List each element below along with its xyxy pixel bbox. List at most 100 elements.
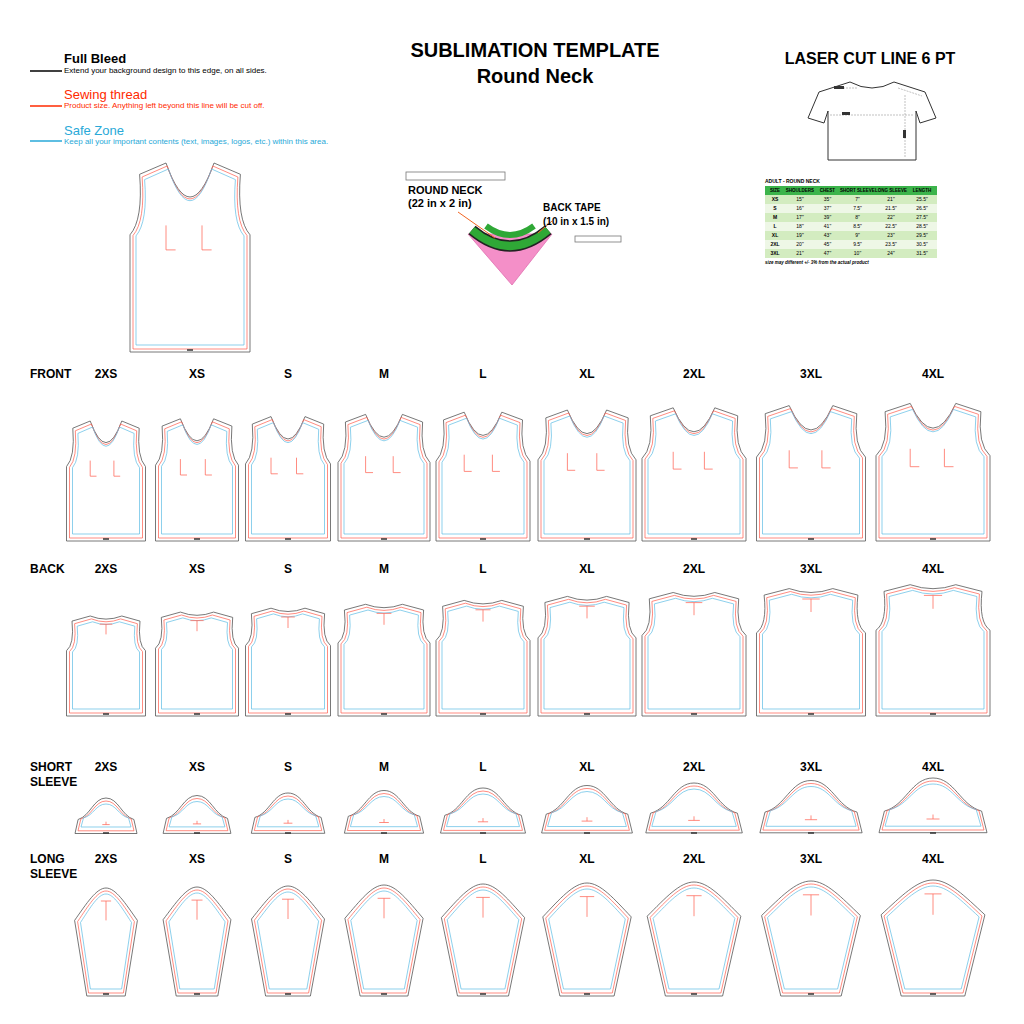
sewing-line	[133, 166, 247, 349]
size-label: 2XS	[95, 760, 118, 775]
full-bleed-outline	[647, 882, 741, 996]
safe-zone-line	[887, 886, 979, 989]
full-bleed-outline	[441, 884, 524, 996]
full-bleed-outline	[163, 796, 231, 834]
table-header: SHOULDERS	[786, 188, 814, 193]
size-label: XL	[579, 367, 594, 382]
full-bleed-sample	[30, 70, 62, 72]
full-bleed-outline	[246, 608, 331, 716]
table-cell: 30.5"	[916, 242, 928, 247]
size-label: XL	[579, 760, 594, 775]
safe-zone-line	[544, 602, 630, 709]
piece-fill	[543, 883, 631, 996]
sewing-line	[444, 791, 523, 830]
placement-mark	[379, 819, 389, 823]
safe-zone-line	[882, 409, 984, 534]
placement-mark	[284, 820, 293, 823]
full-bleed-outline	[75, 798, 137, 834]
row-heading: FRONT	[30, 367, 71, 382]
safe-zone-line	[350, 797, 417, 827]
piece-fill	[156, 612, 239, 716]
dimension: (10 in x 1.5 in)	[543, 216, 609, 227]
piece-fill	[338, 414, 430, 541]
table-cell: 18"	[796, 224, 803, 229]
size-tab	[103, 538, 109, 540]
size-label: M	[379, 760, 389, 775]
size-label: 3XL	[800, 852, 822, 867]
piece-fill	[647, 882, 741, 996]
placement-mark	[567, 453, 604, 470]
placement-mark	[478, 818, 488, 822]
size-label: 2XS	[95, 367, 118, 382]
safe-zone-sample	[30, 140, 62, 142]
size-tab	[584, 713, 590, 715]
size-tab	[930, 993, 936, 995]
piece-fill	[879, 778, 987, 833]
table-cell: 24"	[887, 251, 894, 256]
sewing-line	[763, 784, 859, 831]
safe-zone-line	[549, 889, 626, 989]
sewing-line	[78, 891, 135, 993]
piece-fill	[251, 793, 324, 833]
size-label: L	[479, 852, 486, 867]
row-heading: SHORT SLEEVE	[30, 760, 85, 790]
back-tape-strip	[575, 236, 621, 242]
table-caption: ADULT - ROUND NECK	[765, 178, 820, 184]
table-cell: 3XL	[770, 251, 779, 256]
table-cell: 35"	[824, 197, 831, 202]
size-label: XS	[189, 562, 205, 577]
safe-zone-line	[648, 414, 740, 534]
sewing-line	[760, 592, 863, 714]
sewing-line	[649, 786, 740, 830]
table-cell: 16"	[796, 206, 803, 211]
size-label: XS	[189, 852, 205, 867]
full-bleed-outline	[543, 883, 631, 996]
piece-fill	[246, 417, 331, 541]
full-bleed-outline	[67, 616, 146, 716]
placement-mark	[686, 896, 701, 917]
size-label: 3XL	[800, 760, 822, 775]
full-bleed-outline	[251, 793, 324, 833]
full-bleed-outline	[760, 781, 862, 833]
size-label: 4XL	[922, 852, 944, 867]
full-bleed-outline	[246, 417, 331, 541]
part-name: BACK TAPE	[543, 202, 601, 213]
size-label: S	[284, 562, 292, 577]
table-cell: 43"	[824, 233, 831, 238]
sewing-line	[650, 885, 738, 993]
placement-mark	[925, 894, 942, 915]
table-cell: 17"	[796, 215, 803, 220]
sewing-line	[884, 883, 982, 993]
size-label: 2XL	[683, 760, 705, 775]
piece-fill	[163, 796, 231, 834]
placement-mark	[281, 617, 295, 628]
safe-zone-line	[653, 888, 735, 989]
size-tab	[480, 538, 486, 540]
piece-fill	[646, 783, 743, 833]
piece-fill	[542, 786, 633, 834]
placement-mark	[802, 599, 819, 612]
placement-mark	[476, 610, 491, 622]
size-label: 2XS	[95, 852, 118, 867]
size-tab	[285, 713, 291, 715]
sewing-thread-sample	[30, 105, 62, 107]
placement-mark	[192, 900, 203, 920]
sewing-line	[645, 595, 743, 713]
safe-zone-line	[763, 412, 860, 534]
full-bleed-outline	[538, 410, 636, 541]
piece-fill	[75, 888, 138, 996]
full-bleed-outline	[881, 880, 985, 996]
table-cell: 9.5"	[853, 242, 862, 247]
size-label: 2XL	[683, 562, 705, 577]
full-bleed-outline	[762, 881, 861, 996]
table-cell: 2XL	[770, 242, 779, 247]
sewing-line	[341, 607, 427, 713]
sewing-line	[249, 611, 328, 713]
full-bleed-outline	[757, 589, 866, 716]
piece-fill	[246, 608, 331, 716]
safe-zone-line	[252, 423, 325, 534]
size-tab	[584, 832, 590, 834]
piece-fill	[344, 791, 423, 834]
full-bleed-outline	[441, 788, 526, 833]
